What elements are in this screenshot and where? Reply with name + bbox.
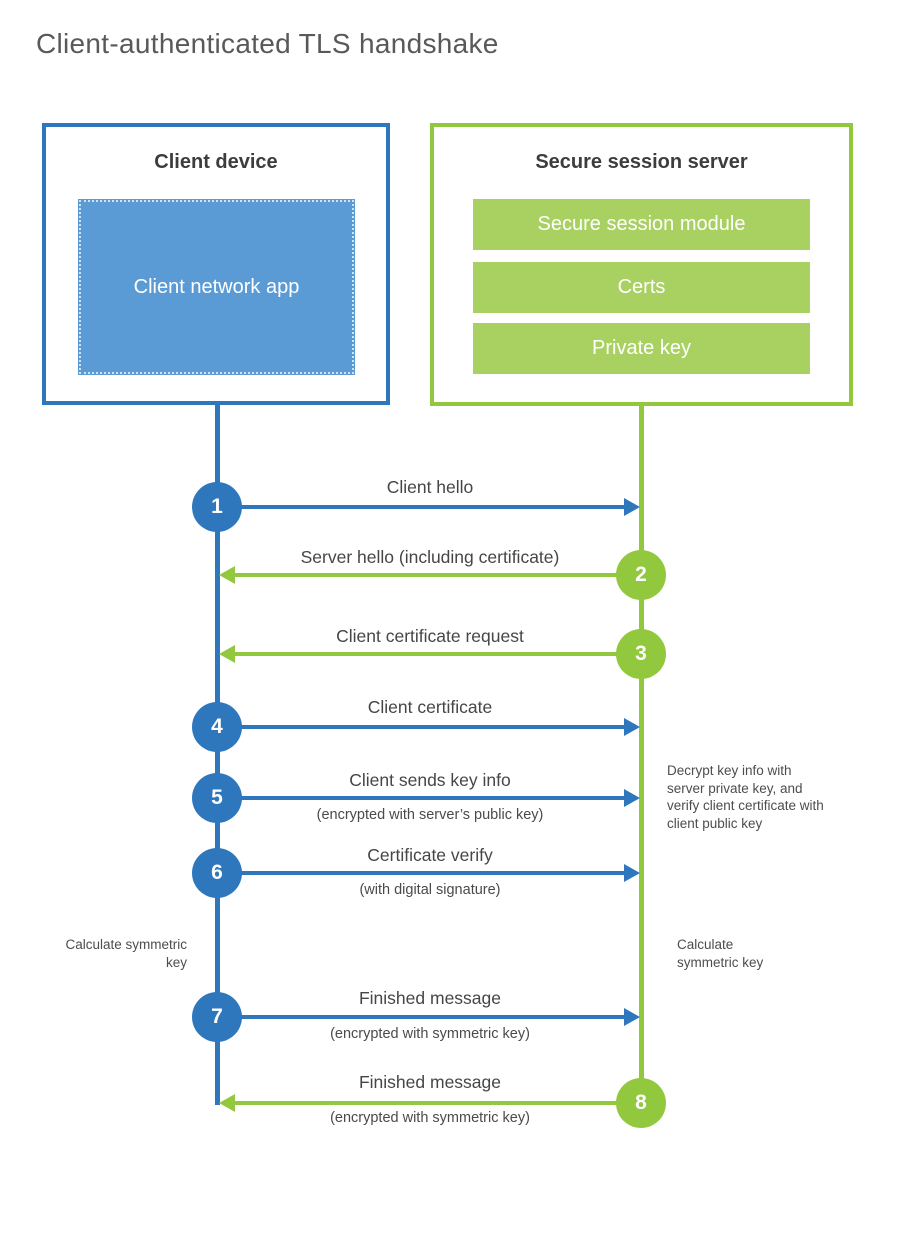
- arrowhead-left-icon: [219, 1094, 235, 1112]
- message-5-arrow: [217, 796, 624, 800]
- message-5-sublabel: (encrypted with server’s public key): [316, 807, 544, 823]
- server-module-certs: Certs: [473, 262, 810, 313]
- message-8-arrow: [235, 1101, 641, 1105]
- message-6-step-circle: 6: [192, 848, 242, 898]
- arrowhead-right-icon: [624, 864, 640, 882]
- message-3-step-circle: 3: [616, 629, 666, 679]
- arrowhead-left-icon: [219, 566, 235, 584]
- message-3-label: Client certificate request: [336, 626, 524, 646]
- message-4-step-circle: 4: [192, 702, 242, 752]
- message-3-arrow: [235, 652, 641, 656]
- calculate-symmetric-key-note-client: Calculate symmetric key: [65, 937, 187, 970]
- message-6-arrow: [217, 871, 624, 875]
- server-module-secure-session: Secure session module: [473, 199, 810, 250]
- calculate-symmetric-key-note-server: Calculate symmetric key: [677, 937, 764, 970]
- message-5-label: Client sends key info: [349, 770, 511, 790]
- message-4-label: Client certificate: [367, 697, 493, 717]
- message-6-label: Certificate verify: [367, 845, 493, 865]
- server-module-private-key: Private key: [473, 323, 810, 374]
- client-network-app-box: Client network app: [78, 199, 355, 375]
- message-1-step-circle: 1: [192, 482, 242, 532]
- arrowhead-right-icon: [624, 718, 640, 736]
- server-lifeline: [639, 406, 644, 1106]
- message-8-sublabel: (encrypted with symmetric key): [330, 1110, 530, 1126]
- client-lifeline: [215, 405, 220, 1105]
- diagram-title: Client-authenticated TLS handshake: [36, 28, 499, 59]
- message-2-label: Server hello (including certificate): [300, 547, 560, 567]
- arrowhead-left-icon: [219, 645, 235, 663]
- message-7-label: Finished message: [358, 988, 502, 1008]
- message-7-sublabel: (encrypted with symmetric key): [330, 1026, 530, 1042]
- message-2-arrow: [235, 573, 641, 577]
- arrowhead-right-icon: [624, 498, 640, 516]
- message-7-arrow: [217, 1015, 624, 1019]
- decrypt-note: Decrypt key info with server private key…: [667, 763, 824, 831]
- message-8-label: Finished message: [358, 1072, 502, 1092]
- arrowhead-right-icon: [624, 789, 640, 807]
- message-4-arrow: [217, 725, 624, 729]
- message-1-label: Client hello: [386, 477, 474, 497]
- client-device-title: Client device: [154, 151, 278, 173]
- message-8-step-circle: 8: [616, 1078, 666, 1128]
- message-5-step-circle: 5: [192, 773, 242, 823]
- arrowhead-right-icon: [624, 1008, 640, 1026]
- client-network-app-label: Client network app: [133, 276, 300, 298]
- message-2-step-circle: 2: [616, 550, 666, 600]
- message-1-arrow: [217, 505, 624, 509]
- message-7-step-circle: 7: [192, 992, 242, 1042]
- message-6-sublabel: (with digital signature): [359, 882, 501, 898]
- secure-session-server-title: Secure session server: [535, 151, 748, 173]
